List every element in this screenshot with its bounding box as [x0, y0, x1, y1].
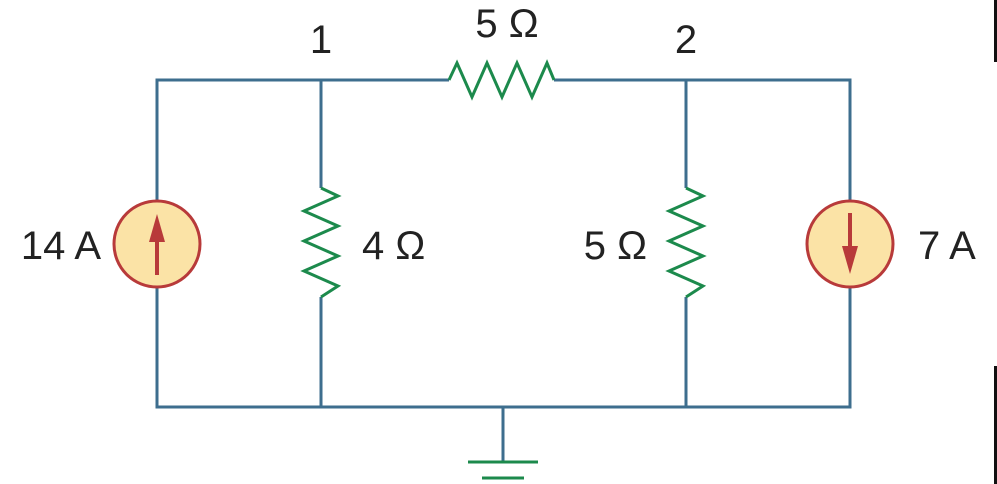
current-source-left	[112, 199, 202, 289]
resistor-right-label: 5 Ω	[584, 224, 647, 268]
wire-left-top	[155, 78, 449, 201]
page-edge-top	[994, 0, 997, 62]
resistor-right	[665, 186, 707, 299]
node-2-label: 2	[675, 18, 697, 62]
wire-left-bottom	[155, 287, 852, 409]
source-right-label: 7 A	[918, 224, 976, 268]
page-edge-bottom	[994, 366, 997, 484]
ground-symbol	[468, 460, 538, 480]
arrowhead-up-icon	[149, 214, 165, 242]
wires	[155, 78, 852, 462]
arrowhead-down-icon	[842, 246, 858, 274]
resistor-left	[300, 186, 342, 299]
resistor-left-label: 4 Ω	[362, 224, 425, 268]
source-left-label: 14 A	[21, 224, 101, 268]
wire-top-right	[554, 78, 852, 201]
resistor-top-label: 5 Ω	[475, 2, 538, 46]
current-source-right	[805, 199, 895, 289]
node-1-label: 1	[310, 18, 332, 62]
resistor-top	[447, 59, 556, 101]
